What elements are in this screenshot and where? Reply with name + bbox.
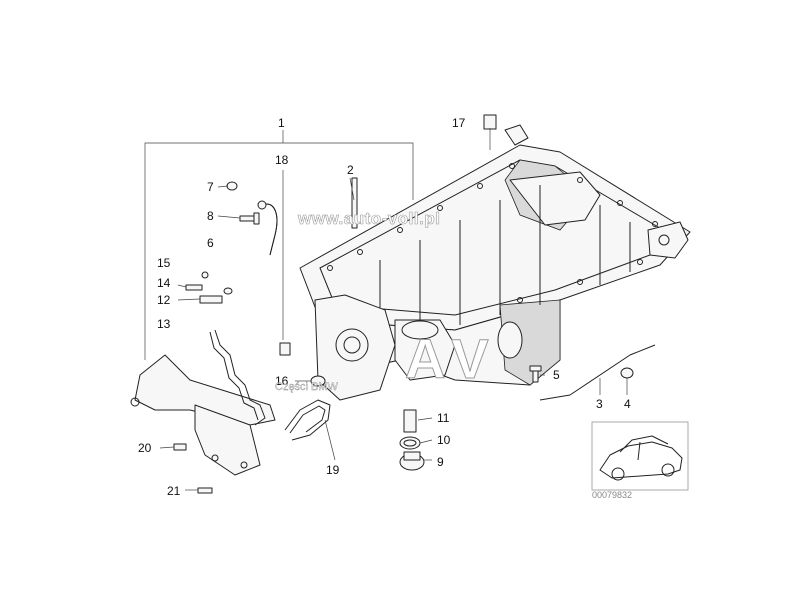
label-16: 16 — [275, 374, 289, 388]
support-bracket — [130, 354, 276, 476]
label-14: 14 — [157, 276, 171, 290]
vehicle-thumbnail: 00079832 — [591, 421, 689, 500]
gasket — [209, 329, 266, 426]
label-2: 2 — [347, 163, 354, 177]
assembly-bracket-lines — [144, 130, 414, 360]
label-17: 17 — [452, 116, 466, 130]
label-13: 13 — [157, 317, 171, 331]
leader-lines — [159, 128, 628, 491]
oil-pan — [299, 124, 691, 401]
label-20: 20 — [138, 441, 152, 455]
label-5: 5 — [553, 368, 560, 382]
label-12: 12 — [157, 293, 171, 307]
label-4: 4 — [624, 397, 631, 411]
part-labels: 1 2 3 4 5 6 7 8 9 10 11 12 13 14 15 16 1… — [138, 116, 631, 498]
label-7: 7 — [207, 180, 214, 194]
diagram-code: 00079832 — [592, 490, 632, 500]
label-18: 18 — [275, 153, 289, 167]
watermark-logo: AV — [405, 327, 499, 390]
watermark-url: www.auto-voll.pl — [297, 209, 440, 228]
watermark: www.auto-voll.pl Części BMW AV — [275, 209, 499, 394]
label-8: 8 — [207, 209, 214, 223]
label-21: 21 — [167, 484, 181, 498]
watermark-brand: Części BMW — [275, 381, 339, 393]
car-icon — [599, 435, 683, 481]
label-9: 9 — [437, 455, 444, 469]
gasket-19 — [284, 399, 331, 441]
label-1: 1 — [278, 116, 285, 130]
label-10: 10 — [437, 433, 451, 447]
label-11: 11 — [437, 411, 450, 425]
label-3: 3 — [596, 397, 603, 411]
label-6: 6 — [207, 236, 214, 250]
label-19: 19 — [326, 463, 340, 477]
label-15: 15 — [157, 256, 171, 270]
